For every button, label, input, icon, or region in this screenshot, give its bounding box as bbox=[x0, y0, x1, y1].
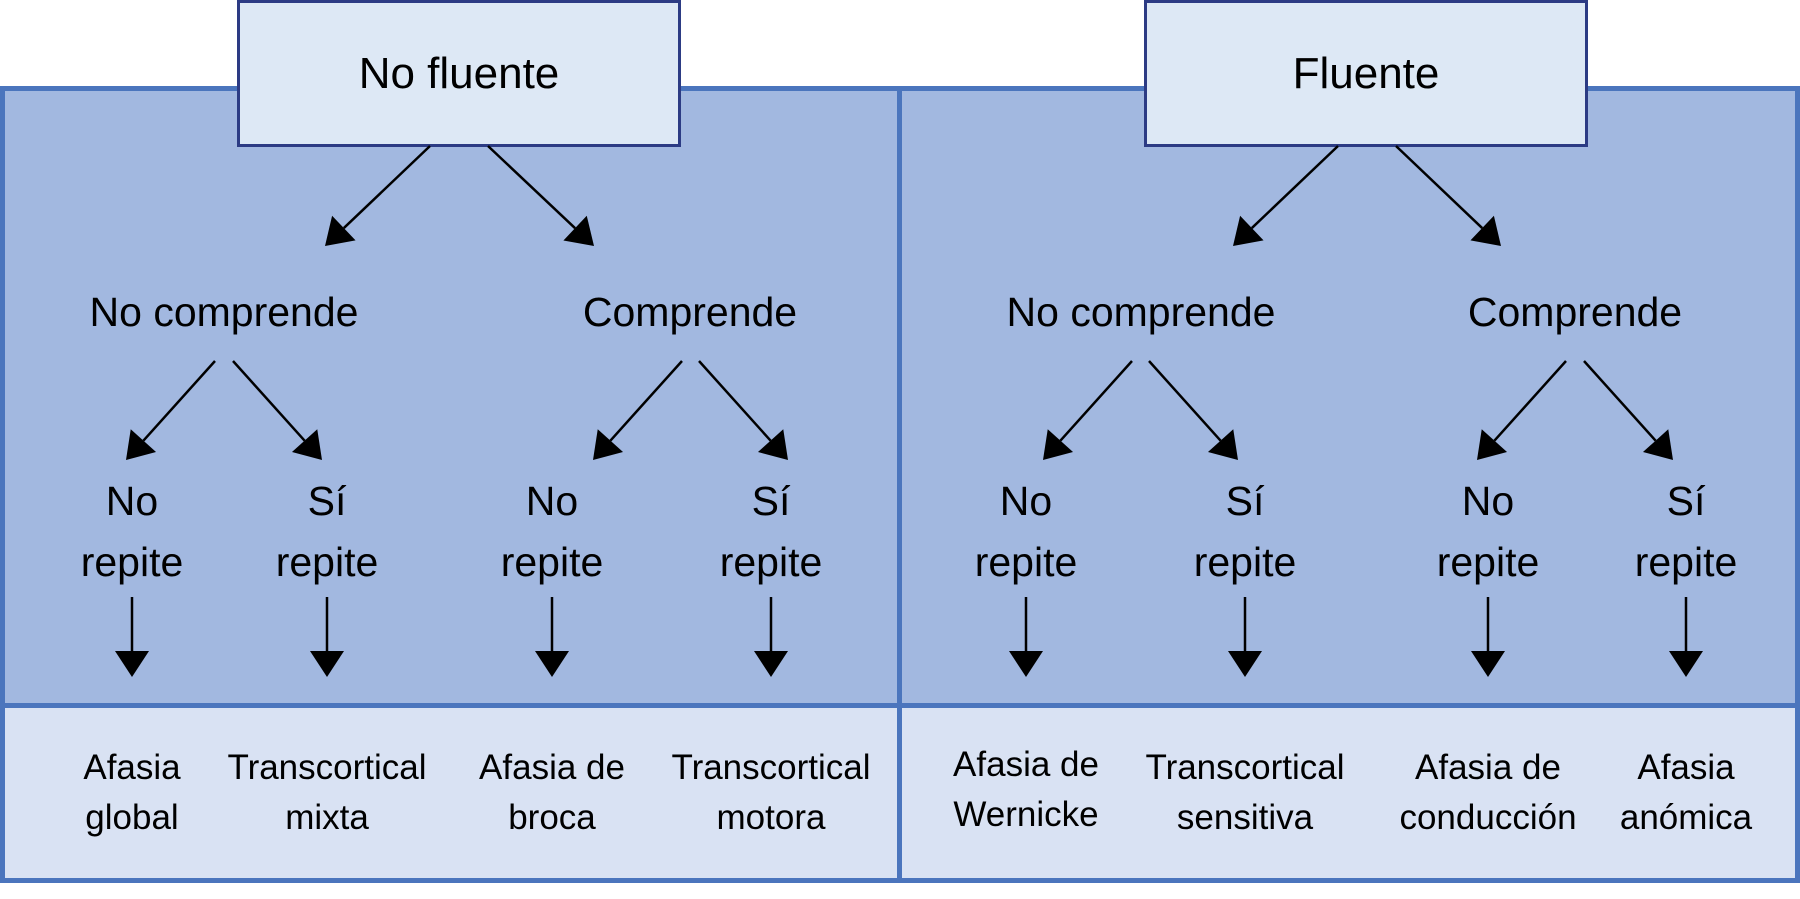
arrow-to-leaf-6-head-icon bbox=[1207, 429, 1238, 460]
leaf-3-repite: No repite bbox=[501, 471, 604, 593]
result-line1: Transcortical bbox=[671, 748, 871, 787]
result-line1: Afasia de bbox=[479, 748, 625, 787]
leaf-5-repite: No repite bbox=[975, 471, 1078, 593]
arrow-to-result-8-head-icon bbox=[1669, 651, 1703, 677]
arrow-no-fluente-to-no-comprende-line bbox=[342, 145, 431, 229]
leaf-line2: repite bbox=[1634, 539, 1738, 585]
result-afasia-wernicke: Afasia de Wernicke bbox=[953, 740, 1099, 840]
result-afasia-conduccion: Afasia de conducción bbox=[1399, 743, 1576, 843]
leaf-line1: No bbox=[525, 478, 579, 524]
leaf-line1: Sí bbox=[1666, 478, 1706, 524]
results-divider bbox=[0, 703, 1800, 708]
arrow-to-leaf-7-head-icon bbox=[1477, 429, 1508, 460]
arrow-to-leaf-5-head-icon bbox=[1043, 429, 1074, 460]
arrow-fluente-to-no-comprende-line bbox=[1250, 145, 1339, 229]
branch-no-fluente-comprende: Comprende bbox=[582, 289, 798, 335]
arrow-no-fluente-to-comprende-head-icon bbox=[563, 215, 594, 246]
result-line2: mixta bbox=[285, 798, 369, 837]
result-transcortical-mixta: Transcortical mixta bbox=[227, 743, 426, 843]
result-line1: Transcortical bbox=[1145, 748, 1345, 787]
leaf-line2: repite bbox=[719, 539, 823, 585]
arrow-to-leaf-4-line bbox=[698, 360, 772, 442]
leaf-line1: Sí bbox=[307, 478, 347, 524]
leaf-line2: repite bbox=[1193, 539, 1297, 585]
leaf-line1: No bbox=[999, 478, 1053, 524]
arrow-to-result-4-head-icon bbox=[754, 651, 788, 677]
arrow-to-leaf-4-head-icon bbox=[757, 429, 788, 460]
leaf-line1: Sí bbox=[1225, 478, 1265, 524]
result-line2: Wernicke bbox=[953, 795, 1099, 834]
arrow-to-leaf-8-line bbox=[1583, 360, 1657, 442]
result-transcortical-motora: Transcortical motora bbox=[671, 743, 870, 843]
header-fluente: Fluente bbox=[1144, 0, 1588, 147]
arrow-no-fluente-to-no-comprende-head-icon bbox=[325, 215, 356, 246]
result-afasia-global: Afasia global bbox=[83, 743, 180, 843]
arrow-to-leaf-5-line bbox=[1059, 360, 1133, 442]
arrow-to-leaf-7-line bbox=[1493, 360, 1567, 442]
header-no-fluente-label: No fluente bbox=[358, 48, 560, 98]
branch-no-fluente-no-comprende: No comprende bbox=[89, 289, 359, 335]
arrow-fluente-to-comprende-head-icon bbox=[1470, 215, 1501, 246]
arrow-to-result-5-head-icon bbox=[1009, 651, 1043, 677]
result-transcortical-sensitiva: Transcortical sensitiva bbox=[1145, 743, 1344, 843]
arrow-to-result-6-head-icon bbox=[1228, 651, 1262, 677]
result-afasia-anomica: Afasia anómica bbox=[1620, 743, 1752, 843]
arrow-to-result-7-head-icon bbox=[1471, 651, 1505, 677]
center-divider bbox=[897, 86, 902, 883]
leaf-6-repite: Sí repite bbox=[1194, 471, 1297, 593]
result-line2: broca bbox=[508, 798, 596, 837]
arrow-to-leaf-2-head-icon bbox=[291, 429, 322, 460]
leaf-2-repite: Sí repite bbox=[276, 471, 379, 593]
branch-fluente-no-comprende: No comprende bbox=[1006, 289, 1276, 335]
arrow-no-fluente-to-comprende-line bbox=[487, 145, 576, 230]
header-no-fluente: No fluente bbox=[237, 0, 681, 147]
result-line2: anómica bbox=[1619, 798, 1753, 837]
result-line1: Afasia bbox=[83, 748, 181, 787]
header-fluente-label: Fluente bbox=[1292, 48, 1440, 98]
arrow-to-leaf-1-line bbox=[142, 360, 216, 442]
panel-fluente bbox=[900, 88, 1797, 705]
leaf-line1: No bbox=[1461, 478, 1515, 524]
results-row-fluente bbox=[900, 705, 1797, 880]
panel-no-fluente bbox=[3, 88, 900, 705]
arrow-fluente-to-no-comprende-head-icon bbox=[1233, 215, 1264, 246]
result-line2: motora bbox=[716, 798, 826, 837]
result-line1: Afasia bbox=[1637, 748, 1735, 787]
result-line2: conducción bbox=[1399, 798, 1577, 837]
arrow-to-leaf-6-line bbox=[1148, 360, 1222, 442]
arrow-to-leaf-2-line bbox=[232, 360, 306, 442]
result-afasia-broca: Afasia de broca bbox=[479, 743, 625, 843]
arrow-to-leaf-8-head-icon bbox=[1642, 429, 1673, 460]
leaf-4-repite: Sí repite bbox=[720, 471, 823, 593]
results-row-no-fluente bbox=[3, 705, 900, 880]
leaf-line2: repite bbox=[275, 539, 379, 585]
result-line1: Afasia de bbox=[953, 745, 1099, 784]
leaf-line1: Sí bbox=[751, 478, 791, 524]
result-line1: Transcortical bbox=[227, 748, 427, 787]
leaf-line2: repite bbox=[1436, 539, 1540, 585]
leaf-1-repite: No repite bbox=[81, 471, 184, 593]
leaf-8-repite: Sí repite bbox=[1635, 471, 1738, 593]
arrow-to-result-1-head-icon bbox=[115, 651, 149, 677]
arrow-to-leaf-3-head-icon bbox=[593, 429, 624, 460]
arrow-fluente-to-comprende-line bbox=[1395, 145, 1484, 229]
leaf-7-repite: No repite bbox=[1437, 471, 1540, 593]
leaf-line2: repite bbox=[974, 539, 1078, 585]
result-line2: global bbox=[85, 798, 179, 837]
leaf-line1: No bbox=[105, 478, 159, 524]
arrow-to-result-3-head-icon bbox=[535, 651, 569, 677]
leaf-line2: repite bbox=[500, 539, 604, 585]
arrow-to-leaf-1-head-icon bbox=[126, 429, 157, 460]
arrow-to-leaf-3-line bbox=[609, 360, 683, 442]
result-line2: sensitiva bbox=[1176, 798, 1314, 837]
result-line1: Afasia de bbox=[1415, 748, 1561, 787]
arrow-to-result-2-head-icon bbox=[310, 651, 344, 677]
branch-fluente-comprende: Comprende bbox=[1467, 289, 1683, 335]
leaf-line2: repite bbox=[80, 539, 184, 585]
